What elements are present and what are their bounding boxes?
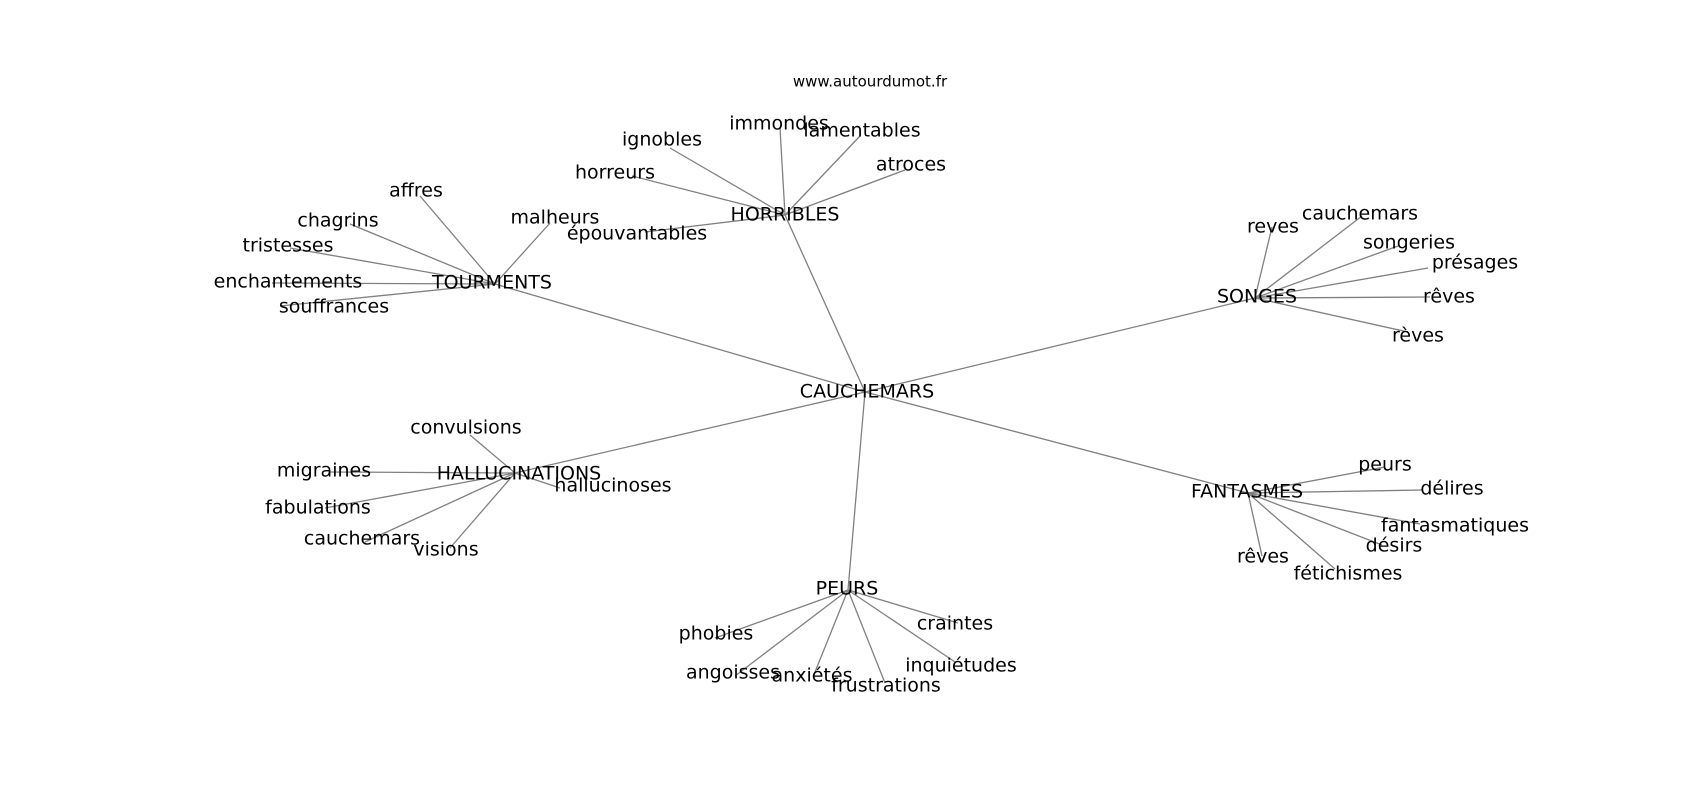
leaf-node-songes-1: cauchemars xyxy=(1302,203,1418,225)
edge-fantasmes-leaf-2 xyxy=(1247,492,1421,525)
leaf-node-horribles-4: horreurs xyxy=(575,162,655,184)
leaf-node-tourments-1: chagrins xyxy=(297,210,378,232)
hub-node-hallucinations: HALLUCINATIONS xyxy=(437,463,601,485)
leaf-node-fantasmes-3: désirs xyxy=(1366,535,1423,557)
leaf-node-tourments-2: tristesses xyxy=(243,235,334,257)
leaf-node-fantasmes-2: fantasmatiques xyxy=(1381,515,1529,537)
leaf-node-songes-2: songeries xyxy=(1363,232,1455,254)
edge-tourments-leaf-0 xyxy=(419,195,496,285)
source-watermark: www.autourdumot.fr xyxy=(793,73,948,91)
edge-hallucinations-leaf-1 xyxy=(329,471,516,474)
leaf-node-songes-4: rêves xyxy=(1423,286,1475,308)
graph-labels: CAUCHEMARS HORRIBLES ignobles immondeslamen… xyxy=(214,113,1529,697)
leaf-node-hallucinations-4: visions xyxy=(413,539,478,561)
leaf-node-fantasmes-5: rêves xyxy=(1237,546,1289,568)
hub-node-horribles: HORRIBLES xyxy=(731,204,840,226)
edge-horribles-leaf-2 xyxy=(784,135,861,216)
leaf-node-horribles-0: ignobles xyxy=(622,129,702,151)
leaf-node-horribles-5: épouvantables xyxy=(567,223,707,245)
leaf-node-tourments-4: souffrances xyxy=(279,296,389,318)
leaf-node-hallucinations-5: hallucinoses xyxy=(554,475,671,497)
edge-horribles-leaf-4 xyxy=(631,175,786,216)
leaf-node-tourments-3: enchantements xyxy=(214,271,363,293)
edge-fantasmes-leaf-5 xyxy=(1247,492,1263,557)
edge-center-horribles xyxy=(784,214,866,393)
edge-songes-leaf-5 xyxy=(1254,297,1409,333)
edge-peurs-leaf-0 xyxy=(714,589,849,639)
leaf-node-horribles-2: lamentables xyxy=(803,120,920,142)
leaf-node-hallucinations-2: fabulations xyxy=(265,497,371,519)
leaf-node-hallucinations-0: convulsions xyxy=(410,417,521,439)
edge-tourments-leaf-5 xyxy=(494,222,551,285)
leaf-node-hallucinations-1: migraines xyxy=(277,460,371,482)
edge-horribles-leaf-1 xyxy=(779,127,786,216)
leaf-node-songes-5: rèves xyxy=(1392,325,1444,347)
leaf-node-peurs-2: anxiétés xyxy=(772,665,853,687)
edge-hallucinations-leaf-2 xyxy=(324,472,516,509)
edge-peurs-leaf-4 xyxy=(847,589,956,663)
hub-node-tourments: TOURMENTS xyxy=(431,272,552,294)
leaf-node-hallucinations-3: cauchemars xyxy=(304,528,420,550)
leaf-node-peurs-1: angoisses xyxy=(686,662,780,684)
hub-node-songes: SONGES xyxy=(1217,286,1297,308)
edge-hallucinations-leaf-0 xyxy=(469,434,516,474)
edge-center-songes xyxy=(864,297,1256,393)
leaf-node-songes-0: reves xyxy=(1247,216,1299,238)
hub-node-peurs: PEURS xyxy=(816,578,879,600)
edge-tourments-leaf-2 xyxy=(289,247,496,285)
edge-hallucinations-leaf-5 xyxy=(514,472,561,489)
edge-songes-leaf-0 xyxy=(1254,226,1273,299)
edge-tourments-leaf-1 xyxy=(349,223,496,285)
edge-songes-leaf-4 xyxy=(1254,296,1431,299)
edge-songes-leaf-2 xyxy=(1254,245,1399,299)
leaf-node-peurs-5: craintes xyxy=(917,613,993,635)
edge-tourments-leaf-3 xyxy=(271,282,496,285)
edge-horribles-leaf-0 xyxy=(669,147,786,216)
leaf-node-horribles-3: atroces xyxy=(876,154,946,176)
leaf-node-peurs-0: phobies xyxy=(679,623,754,645)
leaf-node-fantasmes-0: peurs xyxy=(1358,454,1412,476)
edge-fantasmes-leaf-1 xyxy=(1247,489,1423,494)
edge-hallucinations-leaf-4 xyxy=(449,472,516,549)
edge-songes-leaf-1 xyxy=(1254,215,1363,299)
leaf-node-songes-3: présages xyxy=(1432,252,1518,274)
edge-songes-leaf-3 xyxy=(1254,267,1429,299)
leaf-node-horribles-1: immondes xyxy=(729,113,829,135)
center-node-label: CAUCHEMARS xyxy=(800,381,934,403)
edge-peurs-leaf-2 xyxy=(814,589,849,673)
edge-horribles-leaf-5 xyxy=(644,214,786,233)
edge-peurs-leaf-3 xyxy=(847,589,886,684)
leaf-node-peurs-3: frustrations xyxy=(831,675,941,697)
graph-edges xyxy=(271,127,1431,684)
edge-center-tourments xyxy=(494,283,866,393)
edge-horribles-leaf-3 xyxy=(784,169,906,216)
leaf-node-fantasmes-4: fétichismes xyxy=(1294,563,1403,585)
leaf-node-peurs-4: inquiétudes xyxy=(905,655,1017,677)
leaf-node-fantasmes-1: délires xyxy=(1420,478,1483,500)
edge-center-peurs xyxy=(847,391,866,591)
edge-peurs-leaf-1 xyxy=(734,589,849,677)
edge-hallucinations-leaf-3 xyxy=(364,472,516,543)
edge-fantasmes-leaf-3 xyxy=(1247,492,1383,546)
edge-fantasmes-leaf-0 xyxy=(1247,466,1386,494)
edge-center-hallucinations xyxy=(514,391,866,474)
edge-peurs-leaf-5 xyxy=(847,589,959,624)
leaf-node-tourments-5: malheurs xyxy=(511,207,600,229)
hub-node-fantasmes: FANTASMES xyxy=(1191,481,1303,503)
edge-tourments-leaf-4 xyxy=(279,283,496,307)
leaf-node-tourments-0: affres xyxy=(389,180,443,202)
edge-fantasmes-leaf-4 xyxy=(1247,492,1336,570)
edge-center-fantasmes xyxy=(864,391,1249,494)
